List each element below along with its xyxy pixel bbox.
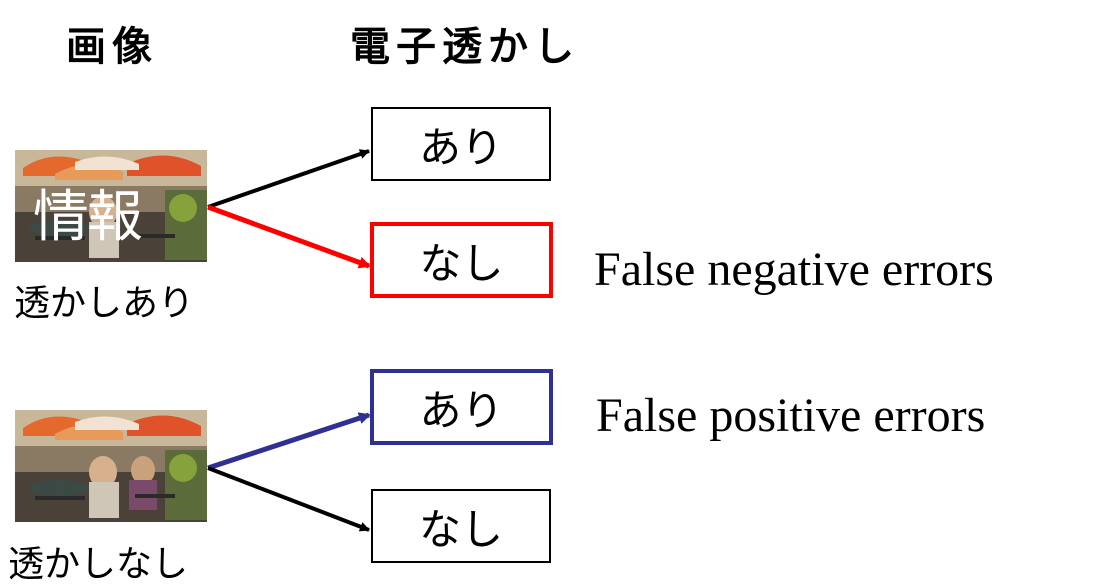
false-positive-label: False positive errors	[596, 389, 986, 442]
false-negative-label: False negative errors	[594, 243, 994, 296]
watermark-column-header: 電子透かし	[350, 24, 580, 70]
watermarked-caption: 透かしあり	[14, 283, 195, 324]
arrow-unwatermarked-to-ari	[207, 412, 371, 471]
result-box-ari-2: あり	[370, 369, 553, 445]
image-column-header: 画像	[66, 24, 158, 70]
arrow-watermarked-to-ari	[207, 149, 370, 209]
arrow-unwatermarked-to-nashi	[207, 466, 370, 532]
arrow-watermarked-to-nashi	[207, 204, 371, 269]
result-box-ari-1: あり	[371, 107, 551, 181]
result-box-nashi-1: なし	[370, 222, 553, 298]
watermarked-photo: 情報	[15, 150, 207, 262]
watermark-overlay-text: 情報	[33, 185, 143, 250]
result-box-nashi-2: なし	[371, 489, 551, 563]
unwatermarked-photo	[15, 410, 207, 522]
unwatermarked-caption: 透かしなし	[8, 544, 189, 585]
